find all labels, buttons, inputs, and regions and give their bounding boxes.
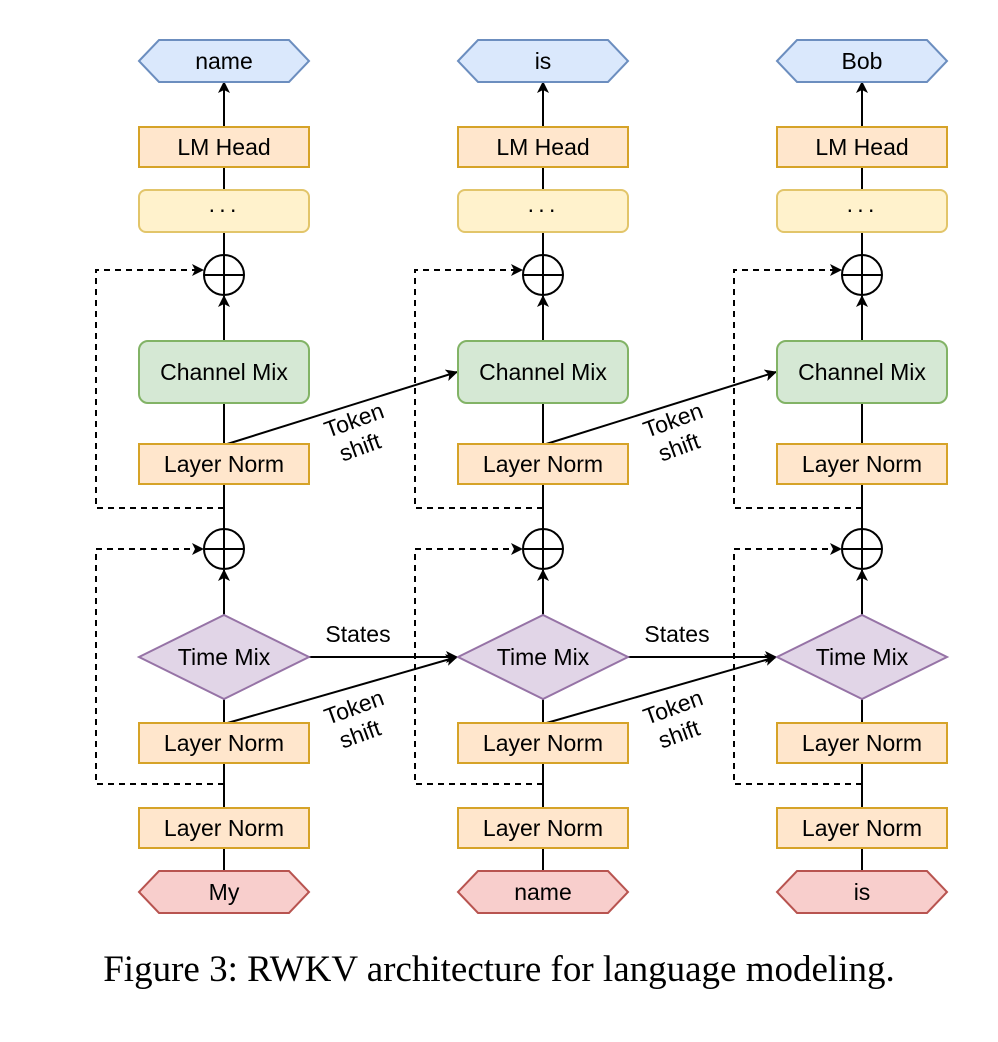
states-label: States: [325, 621, 390, 647]
time-mix-diamond: [774, 613, 950, 701]
residual-skip-time: [95, 543, 224, 785]
time-mix-diamond: [455, 613, 631, 701]
ellipsis-box: [138, 189, 310, 233]
channel-mix-box: [776, 340, 948, 404]
residual-add-bottom-icon: [203, 528, 245, 570]
residual-skip-channel: [414, 264, 543, 509]
output-token-label: is: [535, 48, 552, 74]
layer-norm-time-box: [776, 722, 948, 764]
input-token-label: name: [514, 879, 572, 905]
layer-norm-time-label: Layer Norm: [164, 730, 284, 756]
input-token: [137, 870, 311, 914]
token-shift-arrow-channel: [542, 369, 777, 446]
channel-mix-label: Channel Mix: [479, 359, 607, 385]
layer-norm-channel-label: Layer Norm: [483, 451, 603, 477]
ellipsis-label: ···: [527, 196, 559, 222]
layer-norm-channel-label: Layer Norm: [802, 451, 922, 477]
input-token-label: is: [854, 879, 871, 905]
ellipsis-label: ···: [846, 196, 878, 222]
input-token: [775, 870, 949, 914]
ellipsis-box: [776, 189, 948, 233]
layer-norm-channel-box: [457, 443, 629, 485]
time-mix-label: Time Mix: [816, 644, 909, 670]
ellipsis-box: [457, 189, 629, 233]
residual-skip-channel: [95, 264, 224, 509]
layer-norm-input-label: Layer Norm: [802, 815, 922, 841]
lm-head-box: [457, 126, 629, 168]
time-mix-label: Time Mix: [497, 644, 590, 670]
layer-norm-time-box: [138, 722, 310, 764]
residual-add-top-icon: [522, 254, 564, 296]
residual-add-bottom-icon: [522, 528, 564, 570]
figure-caption: Figure 3: RWKV architecture for language…: [103, 949, 895, 990]
ellipsis-label: ···: [208, 196, 240, 222]
output-token-label: name: [195, 48, 253, 74]
layer-norm-input-box: [138, 807, 310, 849]
input-token: [456, 870, 630, 914]
token-shift-arrow-time: [223, 654, 458, 725]
layer-norm-time-label: Layer Norm: [483, 730, 603, 756]
layer-norm-input-label: Layer Norm: [164, 815, 284, 841]
output-token: [137, 39, 311, 83]
lm-head-box: [138, 126, 310, 168]
layer-norm-channel-box: [776, 443, 948, 485]
residual-skip-channel: [733, 264, 862, 509]
layer-norm-channel-label: Layer Norm: [164, 451, 284, 477]
residual-skip-time: [414, 543, 543, 785]
time-mix-diamond: [136, 613, 312, 701]
token-shift-arrow-time: [542, 654, 777, 725]
channel-mix-box: [457, 340, 629, 404]
lm-head-label: LM Head: [496, 134, 589, 160]
residual-add-top-icon: [841, 254, 883, 296]
token-shift-arrow-channel: [223, 369, 458, 446]
residual-add-top-icon: [203, 254, 245, 296]
layer-norm-input-label: Layer Norm: [483, 815, 603, 841]
layer-norm-time-box: [457, 722, 629, 764]
layer-norm-input-box: [457, 807, 629, 849]
layer-norm-input-box: [776, 807, 948, 849]
layer-norm-time-label: Layer Norm: [802, 730, 922, 756]
output-token: [775, 39, 949, 83]
lm-head-label: LM Head: [815, 134, 908, 160]
output-token-label: Bob: [842, 48, 883, 74]
residual-skip-time: [733, 543, 862, 785]
output-token: [456, 39, 630, 83]
lm-head-label: LM Head: [177, 134, 270, 160]
channel-mix-label: Channel Mix: [160, 359, 288, 385]
states-label: States: [644, 621, 709, 647]
lm-head-box: [776, 126, 948, 168]
channel-mix-box: [138, 340, 310, 404]
input-token-label: My: [209, 879, 240, 905]
time-mix-label: Time Mix: [178, 644, 271, 670]
layer-norm-channel-box: [138, 443, 310, 485]
channel-mix-label: Channel Mix: [798, 359, 926, 385]
residual-add-bottom-icon: [841, 528, 883, 570]
